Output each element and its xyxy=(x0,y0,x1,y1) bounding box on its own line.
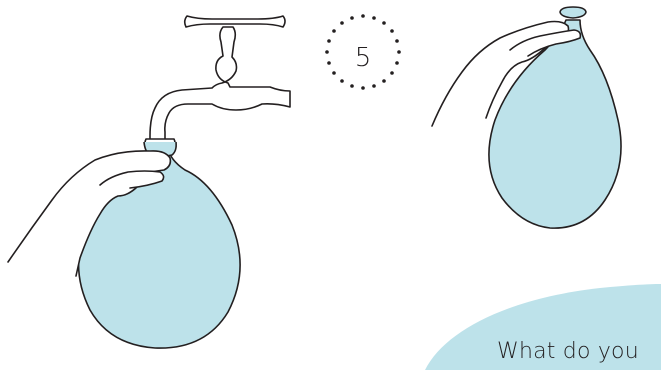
step-number: 5 xyxy=(330,33,396,83)
tap-handle xyxy=(185,16,285,27)
right-balloon-mouth xyxy=(560,7,586,18)
tap-body xyxy=(150,27,290,141)
caption-text: What do you xyxy=(497,339,639,364)
water-tap xyxy=(145,16,290,147)
